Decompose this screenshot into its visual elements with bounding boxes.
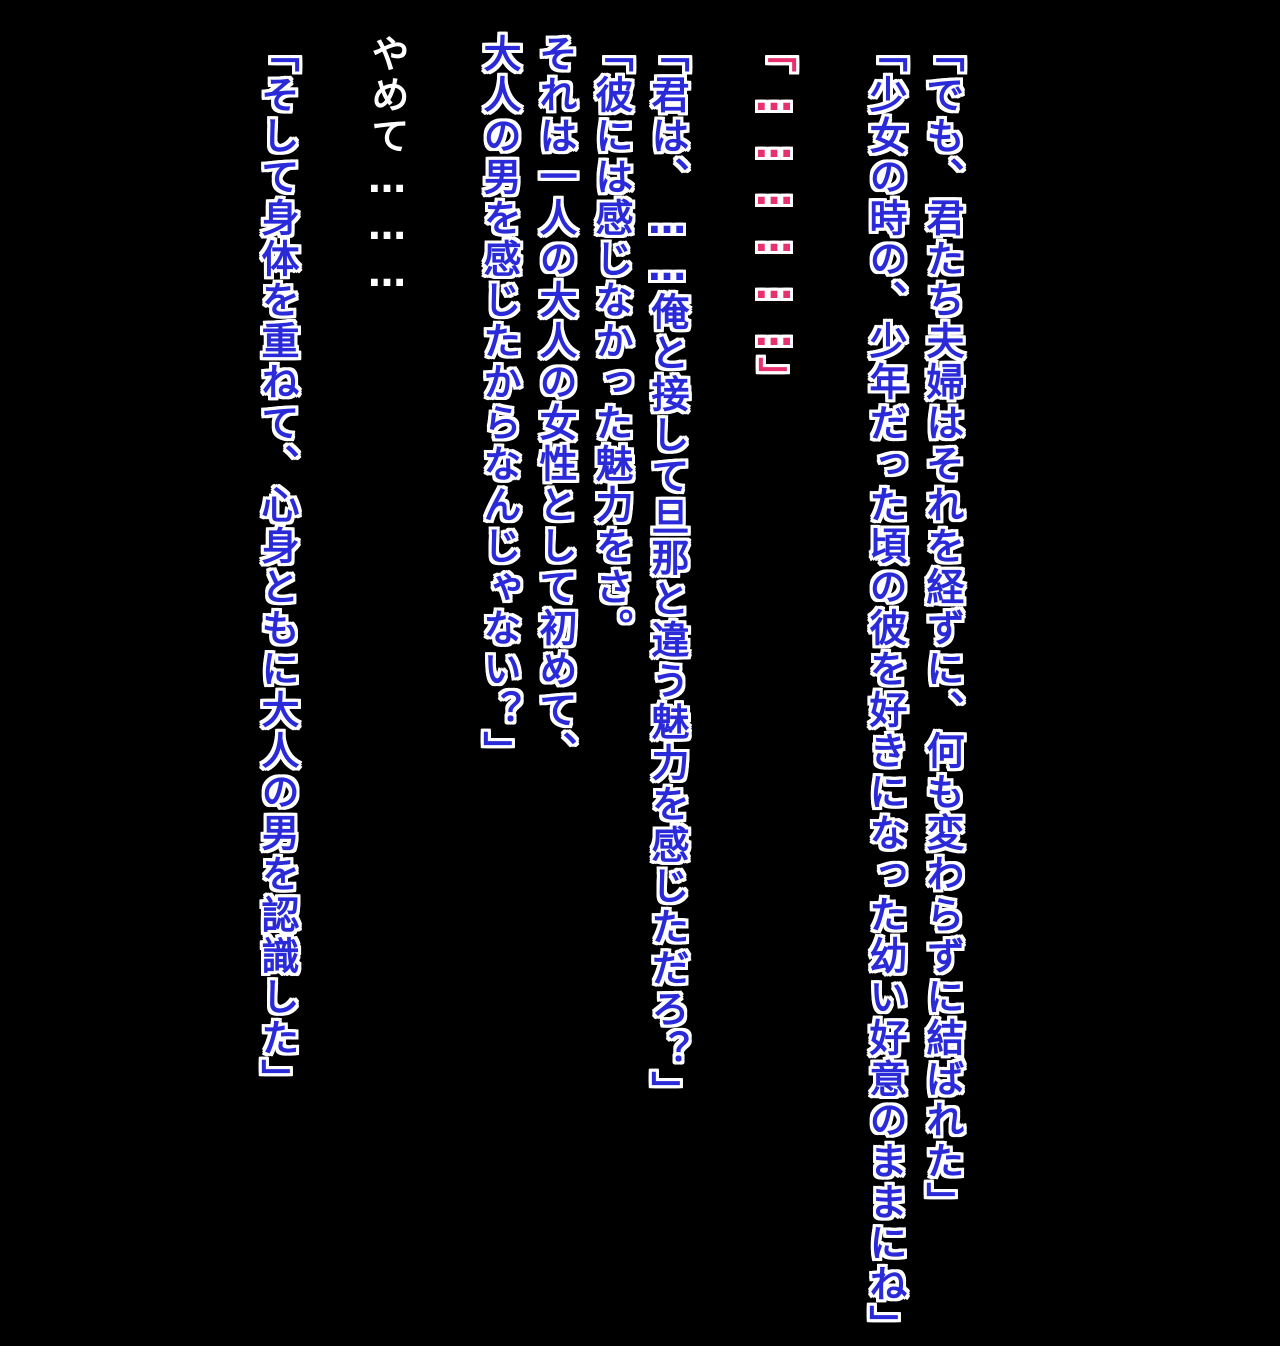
dialogue-line-heroine-silence: 「………………」: [752, 34, 796, 398]
dialogue-line-6: 大人の男を感じたからなんじゃない？」: [477, 34, 521, 772]
dialogue-line-4: 「彼には感じなかった魅力をさ。: [589, 34, 633, 649]
dialogue-line-7: 「そして身体を重ねて、心身ともに大人の男を認識した」: [255, 34, 299, 1100]
dialogue-line-2: 「少女の時の、少年だった頃の彼を好きになった幼い好意のままにね」: [863, 34, 907, 1346]
dialogue-line-1: 「でも、君たち夫婦はそれを経ずに、何も変わらずに結ばれた」: [920, 34, 964, 1223]
dialogue-line-3: 「君は、……俺と接して旦那と違う魅力を感じただろ？」: [645, 34, 689, 1112]
inner-thought-line: やめて………: [365, 34, 409, 298]
dialogue-line-5: それは一人の大人の女性として初めて、: [533, 34, 577, 772]
